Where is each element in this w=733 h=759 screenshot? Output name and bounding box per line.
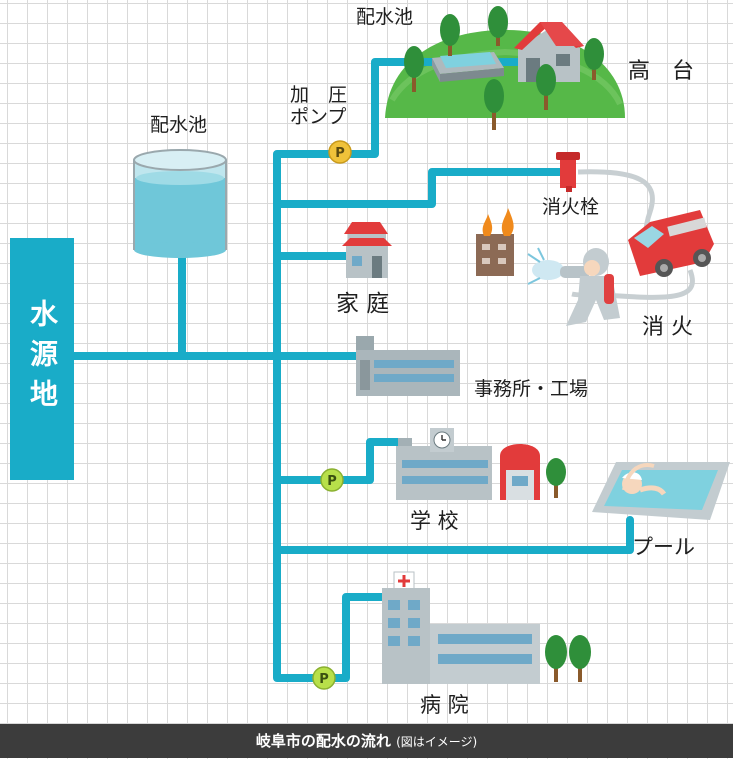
firefighting-label: 消 火 — [642, 315, 693, 340]
water-distribution-diagram: P P P — [70, 6, 730, 690]
caption-bar: 岐阜市の配水の流れ (図はイメージ) — [0, 724, 733, 758]
pump-upper: P — [328, 140, 352, 164]
reservoir-left-label: 配水池 — [150, 114, 208, 136]
highland-label: 高 台 — [628, 59, 695, 84]
swimming-pool — [592, 462, 730, 520]
hill-trees — [404, 6, 604, 130]
school-building — [396, 428, 540, 500]
fire-hydrant — [556, 152, 580, 192]
firefighter — [527, 247, 620, 326]
hospital-building — [382, 571, 540, 684]
hydrant-label: 消火栓 — [542, 196, 600, 218]
caption-note: (図はイメージ) — [396, 735, 478, 749]
hill-house — [514, 22, 584, 82]
pump-hospital: P — [312, 666, 336, 690]
booster-pump-label: 加 圧 ポンプ — [290, 84, 348, 128]
svg-text:P: P — [319, 672, 329, 687]
office-factory-building — [356, 336, 460, 396]
office-factory-label: 事務所・工場 — [474, 378, 589, 400]
school-label: 学 校 — [410, 509, 459, 533]
hospital-label: 病 院 — [420, 693, 469, 717]
burning-building — [476, 208, 514, 276]
water-source-label: 水源地 — [26, 299, 59, 419]
hospital-trees — [545, 635, 591, 682]
svg-text:P: P — [327, 474, 337, 489]
reservoir-top-label: 配水池 — [356, 6, 414, 28]
reservoir-tank — [133, 149, 227, 258]
school-tree — [546, 458, 566, 498]
home-label: 家 庭 — [336, 291, 390, 317]
caption-title: 岐阜市の配水の流れ — [255, 732, 391, 750]
pool-label: プール — [632, 535, 695, 559]
hill-reservoir — [432, 52, 504, 82]
water-pipes — [70, 58, 634, 682]
fire-truck — [628, 210, 714, 277]
water-source-block: 水源地 — [10, 238, 74, 480]
svg-text:P: P — [335, 146, 345, 161]
home-building — [342, 222, 392, 278]
pump-school: P — [320, 468, 344, 492]
